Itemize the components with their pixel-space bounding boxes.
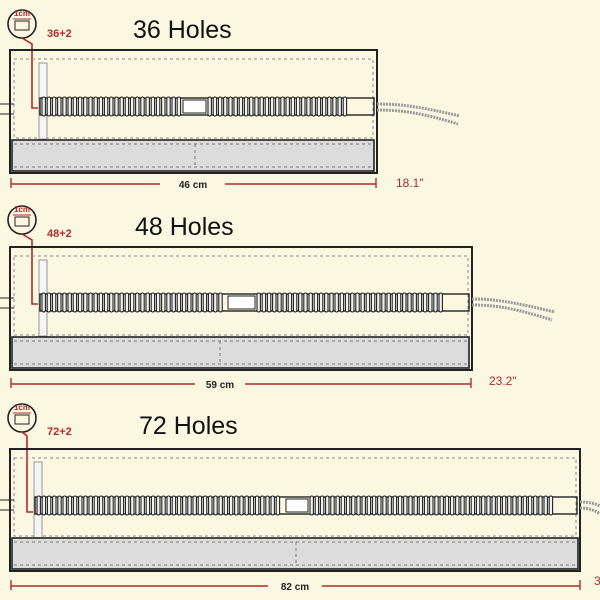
pointer-line bbox=[21, 37, 38, 109]
size-badge: 1cm bbox=[7, 9, 37, 39]
lead-wire bbox=[376, 102, 461, 126]
size-badge-label: 1cm bbox=[14, 403, 30, 412]
length-dimension: 82 cm bbox=[10, 580, 581, 593]
size-badge-label: 1cm bbox=[14, 205, 30, 214]
heating-coil bbox=[34, 495, 578, 516]
panel-title: 48 Holes bbox=[135, 213, 234, 241]
pointer-line bbox=[21, 233, 38, 305]
tray-base bbox=[11, 537, 579, 570]
heating-coil bbox=[39, 96, 375, 117]
length-label: 59 cm bbox=[206, 380, 234, 391]
size-badge-label: 1cm bbox=[14, 9, 30, 18]
size-badge: 1cm bbox=[7, 205, 37, 235]
length-label: 82 cm bbox=[281, 582, 309, 593]
panel-36-holes: 1cm 36+2 36 Holes 46 cm 18.1 bbox=[0, 9, 461, 191]
panel-72-holes: 1cm 72+2 72 Holes 82 cm 3 bbox=[0, 403, 600, 593]
tray-base bbox=[11, 336, 470, 369]
hole-count-label: 48+2 bbox=[47, 228, 72, 240]
tray-base bbox=[11, 139, 375, 172]
panel-title: 72 Holes bbox=[139, 412, 238, 440]
inch-label: 18.1" bbox=[396, 176, 424, 190]
hole-count-label: 36+2 bbox=[47, 28, 72, 40]
lead-wire bbox=[579, 500, 600, 516]
heating-coil bbox=[39, 292, 470, 313]
panel-title: 36 Holes bbox=[133, 16, 232, 44]
size-badge: 1cm bbox=[7, 403, 37, 433]
inch-label: 3 bbox=[594, 574, 600, 588]
inch-label: 23.2" bbox=[489, 374, 517, 388]
length-label: 46 cm bbox=[179, 180, 207, 191]
heater-inner-outline bbox=[13, 255, 469, 336]
hole-count-label: 72+2 bbox=[47, 426, 72, 438]
lead-wire bbox=[471, 297, 556, 322]
length-dimension: 59 cm bbox=[10, 378, 472, 391]
pointer-line bbox=[21, 431, 33, 513]
panel-48-holes: 1cm 48+2 48 Holes 59 cm 23.2 bbox=[0, 205, 556, 391]
length-dimension: 46 cm bbox=[10, 178, 377, 191]
